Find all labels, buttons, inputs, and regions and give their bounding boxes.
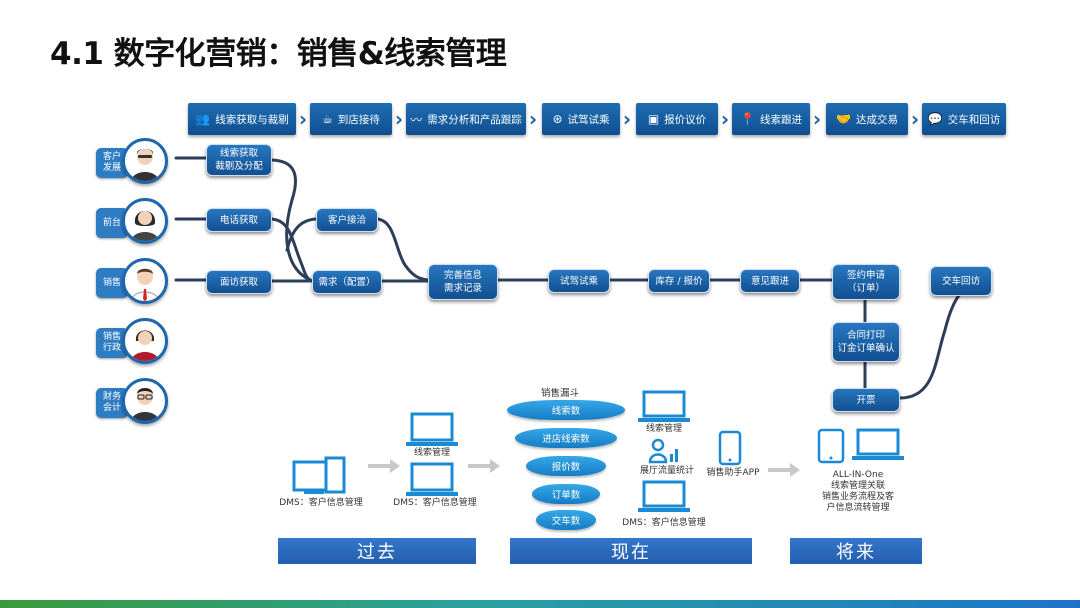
laptop-icon — [406, 412, 458, 446]
avatar — [122, 378, 168, 424]
steering-wheel-icon: ⊛ — [552, 112, 563, 126]
future-description: ALL-IN-One 线索管理关联 销售业务流程及客 户信息流转管理 — [821, 470, 894, 513]
funnel-stage-deliveries: 交车数 — [536, 510, 596, 530]
step-delivery[interactable]: 💬交车和回访 — [922, 103, 1006, 135]
funnel-title: 销售漏斗 — [540, 388, 579, 399]
chevron-right-icon: › — [528, 107, 538, 131]
chat-icon: 💬 — [927, 112, 943, 126]
past-leads-label: 线索管理 — [413, 448, 450, 458]
avatar — [122, 198, 168, 244]
cup-icon: ☕ — [322, 112, 333, 126]
now-leads-label: 线索管理 — [645, 424, 682, 434]
laptop-icon — [406, 462, 458, 496]
laptop-icon — [638, 480, 690, 512]
avatar — [122, 318, 168, 364]
node-delivery-visit[interactable]: 交车回访 — [930, 266, 992, 296]
node-invoice[interactable]: 开票 — [832, 388, 900, 412]
chevron-right-icon: › — [720, 107, 730, 131]
avatar — [122, 138, 168, 184]
sales-app-label: 销售助手APP — [706, 468, 760, 478]
funnel-stage-quotes: 报价数 — [526, 456, 606, 476]
band-future: 将来 — [790, 538, 922, 564]
node-info[interactable]: 完善信息 需求记录 — [428, 264, 498, 300]
avatar — [122, 258, 168, 304]
funnel-stage-leads: 线索数 — [507, 400, 625, 420]
now-dms-label: DMS：客户信息管理 — [622, 518, 706, 528]
node-reception[interactable]: 客户接洽 — [316, 208, 378, 232]
people-icon: 👥 — [195, 112, 211, 126]
chevron-right-icon: › — [622, 107, 632, 131]
funnel-stage-visits: 进店线索数 — [515, 428, 617, 448]
funnel-stage-orders: 订单数 — [532, 484, 600, 504]
traffic-stats-icon — [648, 438, 678, 464]
role-finance: 财务 会计 — [96, 378, 168, 424]
traffic-stats-label: 展厅流量统计 — [639, 466, 694, 476]
role-customer-development: 客户 发展 — [96, 138, 168, 184]
step-needs-analysis[interactable]: 〰需求分析和产品跟踪 — [406, 103, 526, 135]
node-needs[interactable]: 需求（配置） — [312, 270, 382, 294]
role-sales-admin: 销售 行政 — [96, 318, 168, 364]
step-lead-follow[interactable]: 📍线索跟进 — [732, 103, 810, 135]
node-test-drive[interactable]: 试驾试乘 — [548, 269, 610, 293]
step-quote[interactable]: ▣报价议价 — [636, 103, 718, 135]
footer-color-bar — [0, 600, 1080, 608]
step-test-drive[interactable]: ⊛试驾试乘 — [542, 103, 620, 135]
node-stock-quote[interactable]: 库存 / 报价 — [648, 269, 710, 293]
laptop-icon — [852, 428, 904, 460]
desktop-computer-icon — [292, 456, 346, 494]
location-pin-icon: 📍 — [740, 112, 755, 126]
node-follow-up[interactable]: 意见跟进 — [740, 269, 800, 293]
past-dms-label-2: DMS：客户信息管理 — [393, 498, 477, 508]
tablet-icon — [817, 428, 845, 464]
trend-icon: 〰 — [410, 112, 423, 127]
arrow-right-icon — [368, 459, 400, 473]
past-dms-label: DMS：客户信息管理 — [279, 498, 363, 508]
node-visit-acquire[interactable]: 面访获取 — [206, 270, 272, 294]
band-now: 现在 — [510, 538, 752, 564]
arrow-right-icon — [768, 463, 800, 477]
role-sales: 销售 — [96, 258, 168, 304]
price-tag-icon: ▣ — [647, 112, 660, 126]
page-title: 4.1 数字化营销：销售&线索管理 — [50, 36, 507, 72]
chevron-right-icon: › — [394, 107, 404, 131]
band-past: 过去 — [278, 538, 476, 564]
node-lead-acquire[interactable]: 线索获取 裁剔及分配 — [206, 144, 272, 176]
step-reception[interactable]: ☕到店接待 — [310, 103, 392, 135]
handshake-icon: 🤝 — [836, 112, 851, 126]
node-sign[interactable]: 签约申请 （订单） — [832, 264, 900, 300]
node-phone-acquire[interactable]: 电话获取 — [206, 208, 272, 232]
role-front-desk: 前台 — [96, 198, 168, 244]
chevron-right-icon: › — [910, 107, 920, 131]
node-contract[interactable]: 合同打印 订金订单确认 — [832, 322, 900, 362]
chevron-right-icon: › — [298, 107, 308, 131]
chevron-right-icon: › — [812, 107, 822, 131]
arrow-right-icon — [468, 459, 500, 473]
mobile-phone-icon — [718, 430, 742, 466]
step-lead-acquire[interactable]: 👥线索获取与裁剔 — [188, 103, 296, 135]
step-deal[interactable]: 🤝达成交易 — [826, 103, 908, 135]
laptop-icon — [638, 390, 690, 422]
